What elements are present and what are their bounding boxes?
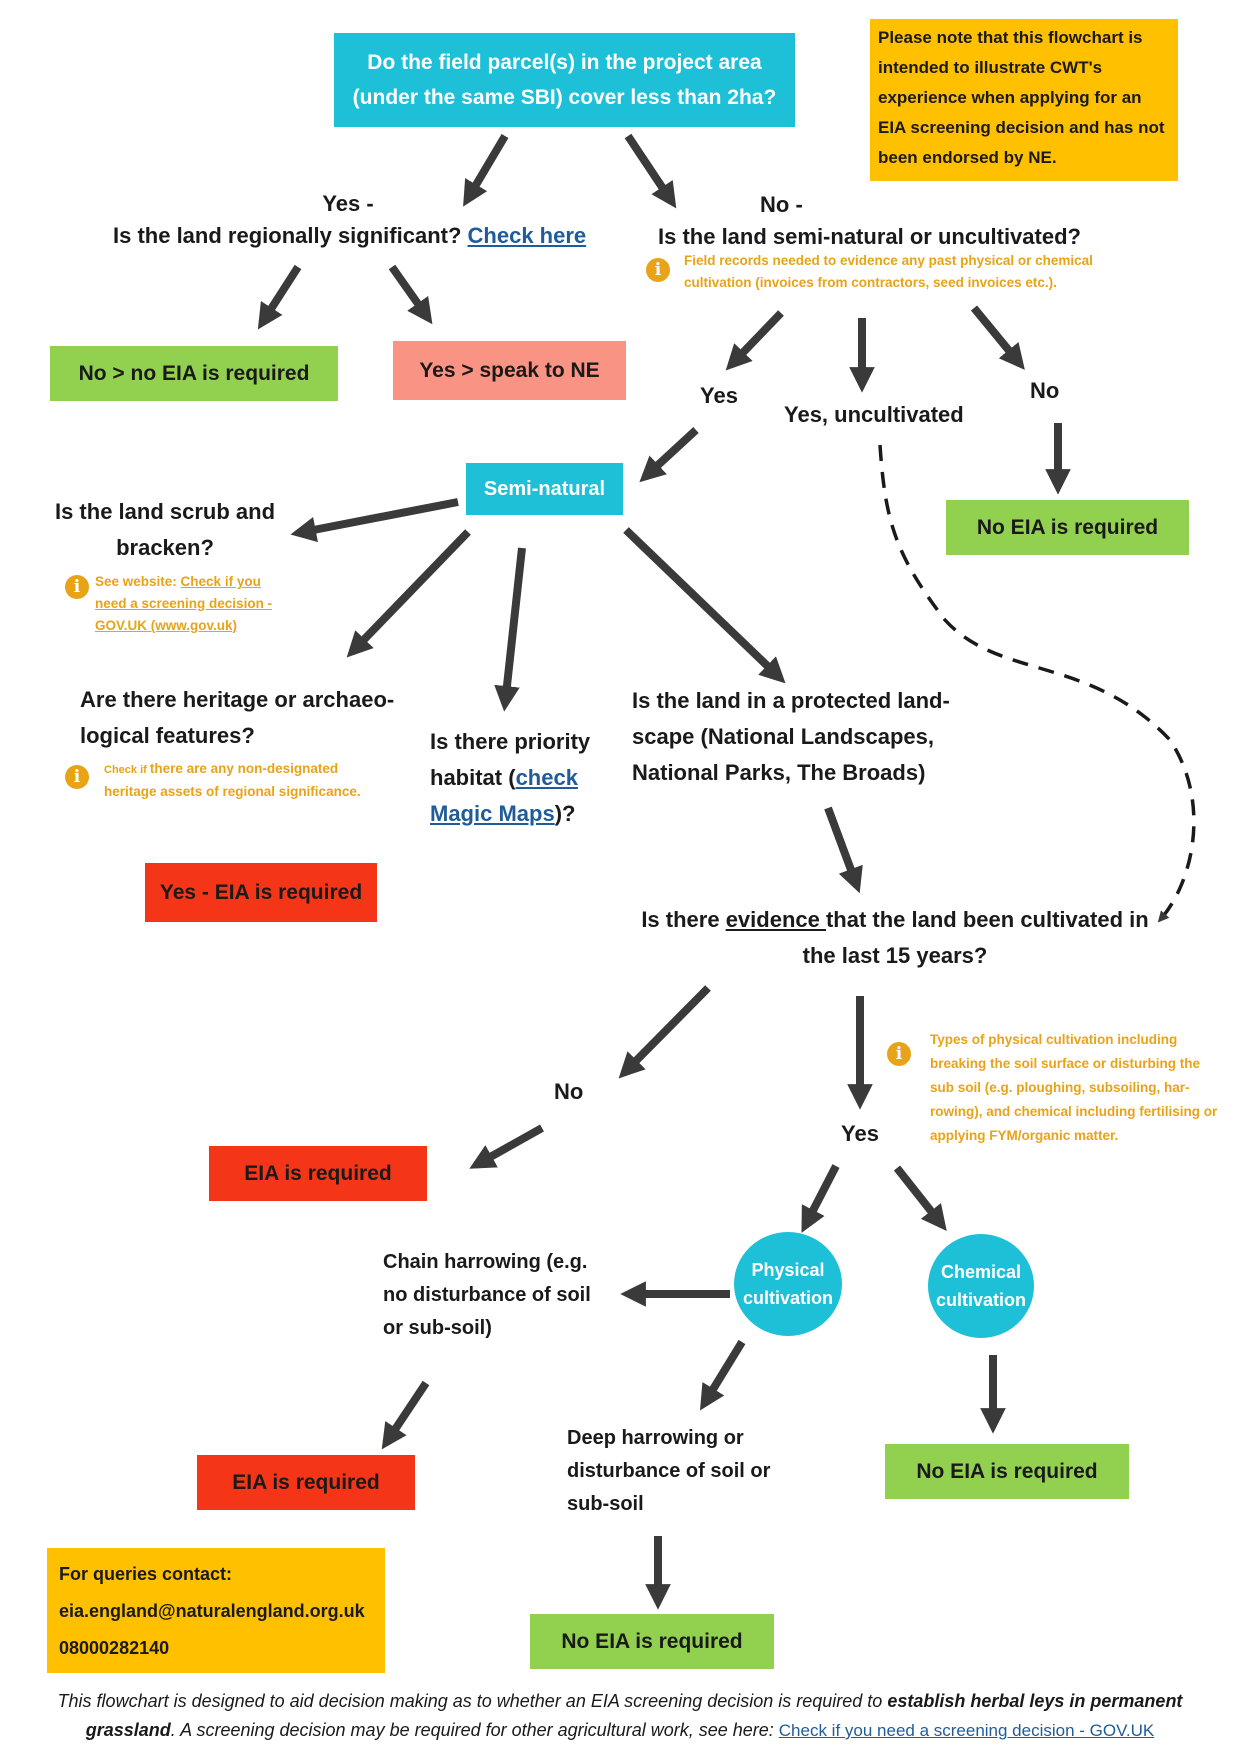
info-icon: i bbox=[646, 258, 670, 282]
deep-harrowing-text: Deep harrowing or disturbance of soil or… bbox=[567, 1427, 771, 1515]
info-icon: i bbox=[887, 1042, 911, 1066]
arrow-icon bbox=[381, 1380, 430, 1450]
arrow-icon bbox=[623, 527, 786, 684]
heritage-note-small: Check if bbox=[104, 764, 150, 776]
no-eia-text-2: No EIA is required bbox=[976, 515, 1159, 539]
habitat-question-a: Is there priority habitat ( bbox=[430, 729, 591, 790]
scrub-note-prefix: See website: bbox=[95, 574, 181, 589]
arrow-icon bbox=[388, 264, 433, 325]
chemical-cultivation-label: Chemical cultivation bbox=[936, 1262, 1027, 1310]
footer-text-bold: establish herbal leys in permanent grass… bbox=[85, 1691, 1183, 1740]
top-question-box: Do the field parcel(s) in the project ar… bbox=[334, 33, 795, 127]
eia-required-box-3: EIA is required bbox=[197, 1455, 415, 1510]
yes-label-2: Yes bbox=[841, 1121, 879, 1146]
evidence-question-a: Is there bbox=[641, 907, 726, 932]
footer-text-a: This flowchart is designed to aid decisi… bbox=[57, 1691, 888, 1711]
semi-natural-box: Semi-natural bbox=[466, 463, 623, 515]
no-eia-text-3: No EIA is required bbox=[561, 1629, 743, 1653]
regional-question: Is the land regionally significant? Chec… bbox=[113, 218, 593, 254]
arrow-icon bbox=[290, 498, 459, 543]
no-eia-box-4: No EIA is required bbox=[885, 1444, 1129, 1499]
physical-cultivation-label: Physical cultivation bbox=[743, 1260, 834, 1308]
priority-habitat-question: Is there priority habitat (check Magic M… bbox=[430, 724, 610, 832]
physical-cultivation-circle: Physical cultivation bbox=[734, 1232, 842, 1336]
no-eia-text-1: No > no EIA is required bbox=[78, 361, 310, 385]
contact-phone: 08000282140 bbox=[59, 1638, 170, 1658]
arrow-icon bbox=[699, 1339, 746, 1411]
no-eia-box-3: No EIA is required bbox=[530, 1614, 774, 1669]
evidence-underlined: evidence bbox=[725, 907, 826, 932]
footer-text-b: . A screening decision may be required f… bbox=[170, 1720, 779, 1740]
no-eia-text-4: No EIA is required bbox=[916, 1459, 1098, 1483]
arrow-icon bbox=[639, 427, 699, 483]
footer-text: This flowchart is designed to aid decisi… bbox=[20, 1687, 1220, 1745]
speak-to-ne-text: Yes > speak to NE bbox=[419, 358, 600, 382]
arrow-icon bbox=[624, 133, 677, 209]
chemical-cultivation-circle: Chemical cultivation bbox=[928, 1234, 1034, 1338]
yes-uncultivated-label: Yes, uncultivated bbox=[784, 402, 964, 427]
eia-required-text-3: EIA is required bbox=[232, 1470, 380, 1494]
heritage-note: Check if there are any non-designated he… bbox=[104, 758, 394, 803]
arrow-icon bbox=[469, 1124, 544, 1169]
info-icon: i bbox=[65, 765, 89, 789]
scrub-question: Is the land scrub and bracken? bbox=[54, 499, 276, 560]
contact-email[interactable]: eia.england@naturalengland.org.uk bbox=[59, 1601, 365, 1621]
top-question: Do the field parcel(s) in the project ar… bbox=[352, 51, 777, 109]
contact-heading: For queries contact: bbox=[59, 1564, 233, 1584]
speak-to-ne-box: Yes > speak to NE bbox=[393, 341, 626, 400]
info-icon: i bbox=[65, 575, 89, 599]
contact-box: For queries contact: eia.england@natural… bbox=[47, 1548, 385, 1673]
no-branch-label: No - bbox=[760, 192, 803, 217]
eia-required-text-2: EIA is required bbox=[244, 1161, 392, 1185]
regional-question-text: Is the land regionally significant? bbox=[113, 223, 462, 248]
no-eia-box-1: No > no EIA is required bbox=[50, 346, 338, 401]
chain-harrowing-text: Chain harrowing (e.g. no disturbance of … bbox=[383, 1251, 591, 1339]
eia-required-box-1: Yes - EIA is required bbox=[145, 863, 377, 922]
arrow-icon bbox=[618, 985, 711, 1079]
heritage-question: Are there heritage or archaeo-logical fe… bbox=[80, 687, 395, 748]
heritage-note-text: there are any non-designated heritage as… bbox=[104, 761, 361, 799]
arrow-icon bbox=[801, 1164, 840, 1233]
field-records-note: Field records needed to evidence any pas… bbox=[684, 253, 1093, 290]
arrow-icon bbox=[893, 1165, 947, 1232]
evidence-question: Is there evidence that the land been cul… bbox=[640, 902, 1150, 974]
cultivation-types-note: Types of physical cultivation including … bbox=[930, 1032, 1218, 1143]
dashed-connector bbox=[878, 444, 1196, 923]
arrow-icon bbox=[257, 264, 302, 330]
disclaimer-text: Please note that this flowchart is inten… bbox=[878, 28, 1165, 167]
eia-required-box-2: EIA is required bbox=[209, 1146, 427, 1201]
arrow-icon bbox=[970, 305, 1025, 370]
eia-required-text-1: Yes - EIA is required bbox=[159, 880, 363, 904]
arrow-icon bbox=[463, 133, 509, 207]
no-label-2: No bbox=[554, 1079, 584, 1104]
arrow-icon bbox=[725, 310, 784, 371]
footer-screening-link[interactable]: Check if you need a screening decision -… bbox=[778, 1721, 1155, 1740]
no-label-1: No bbox=[1030, 378, 1060, 403]
magic-maps-link[interactable]: check Magic Maps bbox=[430, 765, 578, 826]
semi-natural-question: Is the land semi-natural or uncultivated… bbox=[658, 224, 1081, 249]
yes-label-1: Yes bbox=[700, 383, 738, 408]
protected-landscape-question: Is the land in a protected land-scape (N… bbox=[632, 688, 950, 785]
semi-natural-title: Semi-natural bbox=[483, 477, 606, 500]
habitat-question-b: )? bbox=[554, 801, 576, 826]
arrow-icon bbox=[346, 529, 471, 658]
arrow-icon bbox=[494, 547, 526, 712]
check-here-link[interactable]: Check here bbox=[467, 223, 587, 248]
no-eia-box-2: No EIA is required bbox=[946, 500, 1189, 555]
yes-branch-label: Yes - bbox=[322, 191, 374, 216]
screening-decision-link-1[interactable]: Check if you need a screening decision -… bbox=[95, 574, 273, 633]
arrow-icon bbox=[824, 806, 863, 894]
evidence-question-b: that the land been cultivated in the las… bbox=[802, 907, 1149, 968]
disclaimer-box: Please note that this flowchart is inten… bbox=[870, 19, 1178, 181]
scrub-note: See website: Check if you need a screeni… bbox=[95, 571, 285, 637]
